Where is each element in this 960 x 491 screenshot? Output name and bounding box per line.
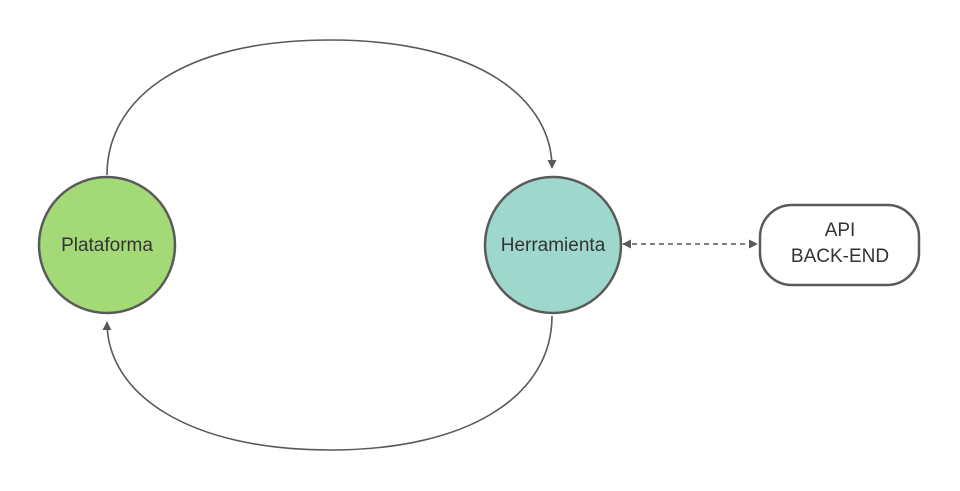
plataforma-label: Plataforma (61, 235, 153, 256)
api-label-line1: API (825, 220, 856, 241)
edge-herramienta-to-plataforma (102, 315, 553, 451)
herramienta-label: Herramienta (501, 235, 606, 256)
node-herramienta[interactable]: Herramienta (483, 175, 623, 315)
edge-plataforma-to-herramienta (106, 39, 557, 176)
api-back-end-box (758, 203, 921, 287)
node-plataforma[interactable]: Plataforma (37, 175, 177, 315)
node-api-back-end[interactable]: API BACK-END (758, 203, 921, 287)
api-label-line2: BACK-END (791, 246, 889, 267)
plataforma-circle (37, 175, 177, 315)
herramienta-circle (483, 175, 623, 315)
